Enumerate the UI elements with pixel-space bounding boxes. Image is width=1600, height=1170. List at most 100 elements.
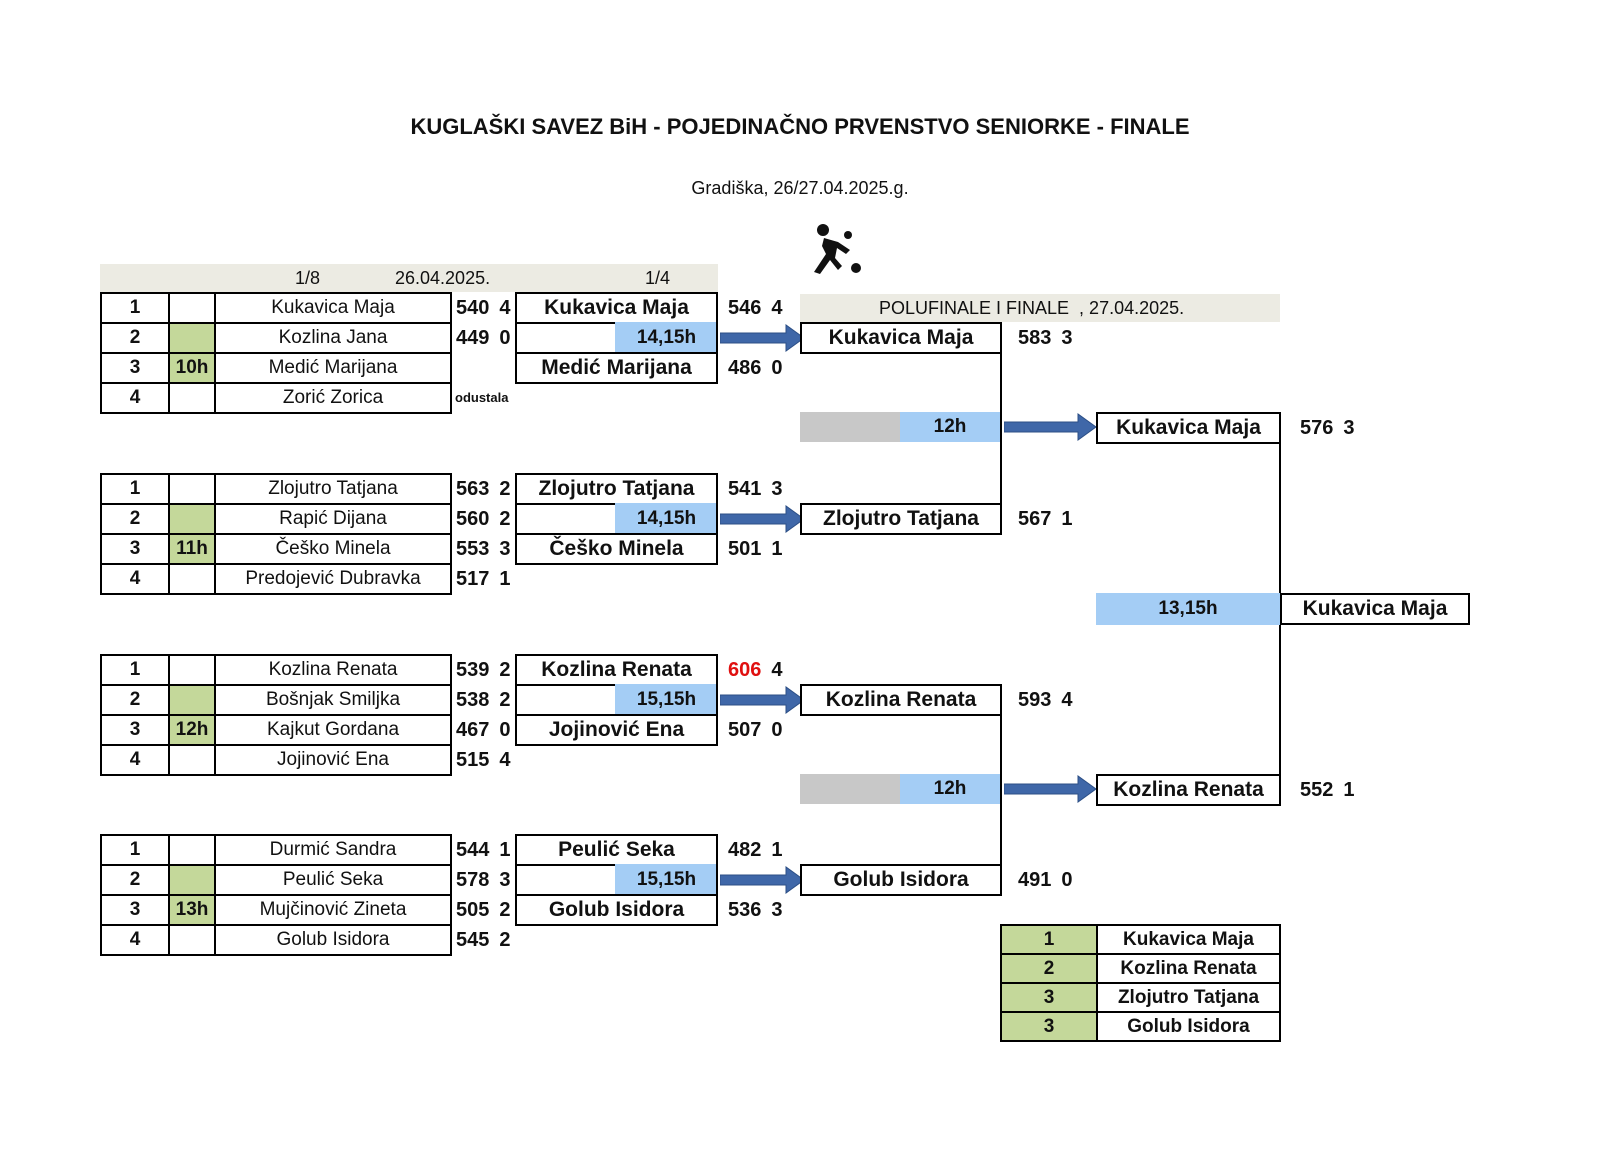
player-position: 4	[100, 382, 170, 414]
time-cell: 11h	[168, 533, 216, 565]
connector-line	[1000, 352, 1002, 504]
player-position: 3	[100, 714, 170, 746]
player-result-points: 0	[499, 326, 511, 349]
quarterfinal-player: Kukavica Maja	[515, 292, 718, 324]
quarterfinal-player: Golub Isidora	[515, 894, 718, 926]
quarterfinal-time: 15,15h	[615, 684, 718, 716]
player-name: Durmić Sandra	[214, 834, 452, 866]
player-result: 563 2	[456, 474, 546, 504]
player-result-score: 563	[456, 477, 490, 500]
player-position: 2	[100, 322, 170, 354]
quarterfinal-time: 15,15h	[615, 864, 718, 896]
player-position: 1	[100, 473, 170, 505]
semifinal-time-bar	[800, 774, 900, 804]
quarterfinal-result-points: 1	[771, 537, 783, 560]
semifinal-result-score: 567	[1018, 507, 1052, 530]
quarterfinal-result-score: 536	[728, 898, 762, 921]
connector-line	[515, 654, 517, 746]
advance-arrow	[1004, 413, 1096, 441]
player-position: 3	[100, 352, 170, 384]
semifinal-time-bar	[800, 412, 900, 442]
player-position: 1	[100, 834, 170, 866]
round16-date: 26.04.2025.	[395, 268, 491, 288]
finalist-name: Kukavica Maja	[1096, 412, 1281, 444]
player-name: Mujčinović Zineta	[214, 894, 452, 926]
quarterfinal-player: Češko Minela	[515, 533, 718, 565]
semifinal-time: 12h	[900, 412, 1000, 442]
quarterfinal-result-score: 501	[728, 537, 762, 560]
finalist-name: Kozlina Renata	[1096, 774, 1281, 806]
semifinal-time: 12h	[900, 774, 1000, 804]
quarterfinal-result-points: 1	[771, 838, 783, 861]
player-position: 4	[100, 744, 170, 776]
page-subtitle: Gradiška, 26/27.04.2025.g.	[691, 178, 909, 198]
standing-name: Zlojutro Tatjana	[1096, 982, 1281, 1013]
time-cell	[168, 503, 216, 535]
quarterfinal-result: 546 4	[728, 293, 818, 323]
player-position: 2	[100, 503, 170, 535]
quarterfinal-player: Kozlina Renata	[515, 654, 718, 686]
quarterfinal-result: 501 1	[728, 534, 818, 564]
standing-rank: 1	[1000, 924, 1098, 955]
player-result-score: 517	[456, 567, 490, 590]
quarterfinal-result-points: 4	[771, 296, 783, 319]
player-position: 4	[100, 563, 170, 595]
quarterfinal-result-points: 3	[771, 898, 783, 921]
semifinal-result-points: 3	[1061, 326, 1073, 349]
time-cell-empty	[168, 654, 216, 686]
quarterfinal-result-score: 507	[728, 718, 762, 741]
semifinal-result: 567 1	[1018, 504, 1108, 534]
player-result-score: 560	[456, 507, 490, 530]
player-result-points: 1	[499, 567, 511, 590]
player-result-score: 544	[456, 838, 490, 861]
semifinal-player: Kukavica Maja	[800, 322, 1002, 354]
connector-line	[515, 473, 517, 565]
player-name: Češko Minela	[214, 533, 452, 565]
time-cell-empty	[168, 563, 216, 595]
semifinal-header-band: POLUFINALE I FINALE , 27.04.2025.	[800, 294, 1280, 322]
finalist-result-points: 1	[1343, 778, 1355, 801]
advance-arrow	[720, 505, 804, 533]
quarterfinal-player: Peulić Seka	[515, 834, 718, 866]
quarterfinal-result-score: 486	[728, 356, 762, 379]
player-name: Zlojutro Tatjana	[214, 473, 452, 505]
round16-header-band: 1/8 26.04.2025. 1/4	[100, 264, 718, 292]
player-result: 517 1	[456, 564, 546, 594]
advance-arrow	[720, 686, 804, 714]
player-name: Predojević Dubravka	[214, 563, 452, 595]
time-cell-empty	[168, 834, 216, 866]
standing-name: Kukavica Maja	[1096, 924, 1281, 955]
player-result-points: 2	[499, 477, 511, 500]
connector-line	[716, 473, 718, 565]
time-cell-empty	[168, 292, 216, 324]
round16-label: 1/8	[295, 268, 321, 288]
semifinal-result-points: 1	[1061, 507, 1073, 530]
time-cell: 10h	[168, 352, 216, 384]
standing-rank: 3	[1000, 1011, 1098, 1042]
player-result-score: 553	[456, 537, 490, 560]
time-cell	[168, 684, 216, 716]
player-name: Rapić Dijana	[214, 503, 452, 535]
quarterfinal-time: 14,15h	[615, 503, 718, 535]
semifinal-result-score: 491	[1018, 868, 1052, 891]
player-result-points: 4	[499, 748, 511, 771]
quarterfinal-player: Medić Marijana	[515, 352, 718, 384]
quarterfinal-result-score: 546	[728, 296, 762, 319]
advance-arrow	[720, 866, 804, 894]
player-name: Kukavica Maja	[214, 292, 452, 324]
withdrawal-note: odustala	[455, 390, 509, 405]
player-result-score: 515	[456, 748, 490, 771]
semifinal-player: Golub Isidora	[800, 864, 1002, 896]
player-position: 3	[100, 894, 170, 926]
player-result-score: 578	[456, 868, 490, 891]
player-result-score: 539	[456, 658, 490, 681]
